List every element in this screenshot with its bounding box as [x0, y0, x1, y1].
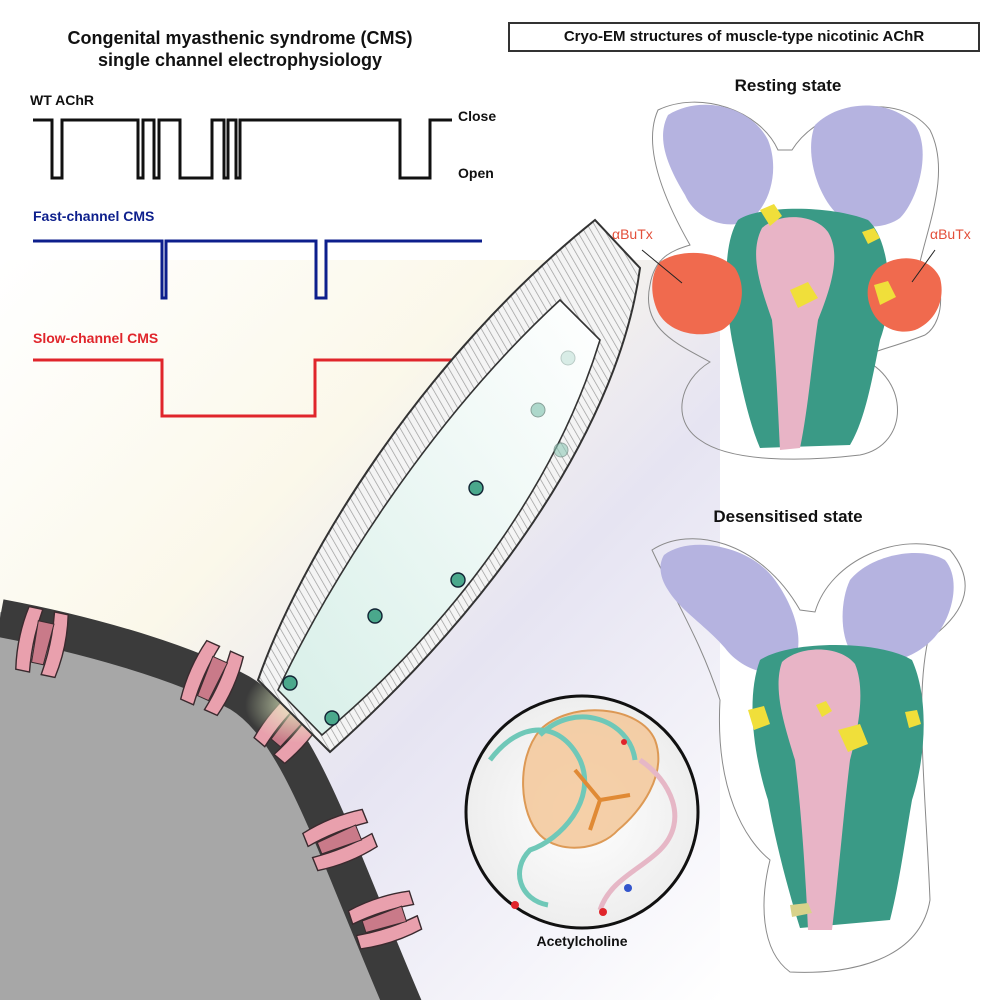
- desensitised-yellow-1: [748, 706, 770, 730]
- cell-body: [0, 612, 405, 1000]
- inset-teal-loop-2: [538, 714, 638, 761]
- binding-site-inset: [464, 694, 700, 930]
- desensitised-state-label: Desensitised state: [713, 507, 863, 526]
- desensitised-yellow-2: [838, 724, 868, 752]
- desensitised-envelope: [651, 538, 966, 973]
- resting-ecd-left: [663, 104, 774, 225]
- cms-title-line2: single channel electrophysiology: [97, 50, 383, 70]
- desensitised-state-structure: [651, 538, 966, 973]
- inset-oxygen-1: [511, 901, 519, 909]
- resting-yellow-3: [874, 281, 896, 305]
- ach-dot-1: [282, 675, 298, 691]
- wt-achr-label: WT AChR: [30, 92, 95, 108]
- resting-state-structure: [648, 101, 942, 460]
- slow-trace: [33, 358, 488, 418]
- abutx-label-right: αBuTx: [930, 226, 971, 242]
- ach-dot-4: [450, 572, 466, 588]
- wt-trace: [33, 118, 452, 180]
- resting-yellow-1: [760, 204, 782, 226]
- resting-toxin-right: [867, 258, 942, 332]
- abutx-label-left: αBuTx: [612, 226, 653, 242]
- acetylcholine-label: Acetylcholine: [536, 933, 628, 949]
- desensitised-yellow-3: [905, 710, 921, 728]
- cms-title-line1: Congenital myasthenic syndrome (CMS): [67, 28, 413, 48]
- inset-teal-loop: [488, 727, 588, 908]
- resting-yellow-2: [790, 282, 818, 308]
- resting-ecd-right: [811, 105, 923, 227]
- resting-state-label: Resting state: [734, 76, 842, 95]
- toxin-leader-right: [911, 249, 936, 283]
- inset-water: [621, 739, 627, 745]
- fast-trace: [33, 239, 482, 300]
- toxin-leader-left: [641, 249, 683, 284]
- ach-dot-7: [553, 442, 569, 458]
- pipette-lumen: [277, 298, 601, 737]
- resting-yellow-4: [862, 228, 880, 244]
- open-label: Open: [458, 165, 494, 181]
- inset-nitrogen: [624, 884, 632, 892]
- inset-orange-ligand: [573, 768, 631, 831]
- ach-dot-8: [560, 350, 576, 366]
- ach-dot-2: [324, 710, 340, 726]
- inset-oxygen-2: [599, 908, 607, 916]
- resting-toxin-left: [652, 252, 742, 335]
- ach-dot-6: [530, 402, 546, 418]
- slow-channel-label: Slow-channel CMS: [33, 330, 159, 346]
- desensitised-ecd-right: [842, 552, 954, 664]
- desensitised-ecd-left: [660, 544, 799, 673]
- ach-dot-3: [367, 608, 383, 624]
- resting-pink-subunit: [756, 217, 835, 450]
- ach-dot-5: [468, 480, 484, 496]
- close-label: Close: [458, 108, 497, 124]
- fast-channel-label: Fast-channel CMS: [33, 208, 155, 224]
- desensitised-yellow-4: [816, 701, 832, 717]
- desensitised-yellow-5: [790, 903, 812, 917]
- desensitised-pink-subunit: [778, 649, 861, 930]
- cryo-em-title-box: Cryo-EM structures of muscle-type nicoti…: [508, 22, 980, 52]
- inset-pink-residue: [597, 757, 678, 911]
